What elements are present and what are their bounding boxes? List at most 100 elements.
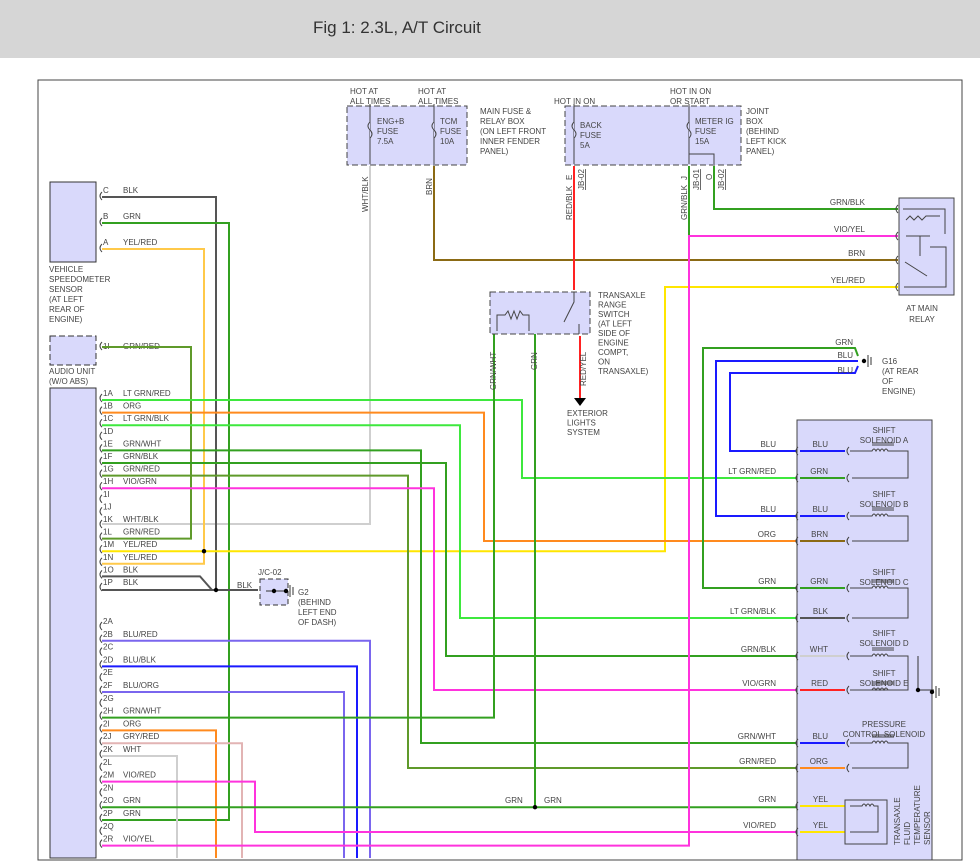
pin-label: 2P bbox=[103, 809, 113, 818]
wire-label: GRN bbox=[505, 796, 523, 805]
pin-label: 1C bbox=[103, 414, 113, 423]
wire-blk-vss bbox=[102, 196, 217, 590]
connector-pin-icon bbox=[99, 469, 103, 478]
wire-blu-g16-a bbox=[729, 365, 859, 452]
wire-label: GRN bbox=[123, 212, 141, 221]
connector-pin-icon bbox=[846, 613, 850, 623]
range-switch-label: TRANSAXLE bbox=[598, 291, 646, 300]
pin-label: JB-02 bbox=[717, 169, 726, 190]
ground-g16-icon bbox=[867, 355, 872, 367]
solenoid-coil-icon bbox=[850, 687, 898, 692]
fuse-label: TCM bbox=[440, 117, 458, 126]
solenoid-core-icon bbox=[872, 507, 894, 511]
box-label: LEFT KICK bbox=[746, 137, 787, 146]
figure-title: Fig 1: 2.3L, A/T Circuit bbox=[313, 18, 481, 37]
wire-label: BLU/BLK bbox=[123, 655, 157, 664]
connector-pin-icon bbox=[99, 393, 103, 403]
ground-label: OF bbox=[882, 377, 893, 386]
connector-pin-icon bbox=[99, 507, 103, 516]
pin-label: 2Q bbox=[103, 822, 114, 831]
pin-label: JB-01 bbox=[692, 169, 701, 190]
sensor-label: TRANSAXLE bbox=[893, 797, 902, 845]
range-switch-label: RANGE bbox=[598, 301, 626, 310]
connector-pin-icon bbox=[99, 775, 103, 784]
pin-label: A bbox=[103, 238, 109, 247]
relay-label: AT MAIN bbox=[906, 304, 938, 313]
junction-label: J/C-02 bbox=[258, 568, 282, 577]
connector-pin-icon bbox=[99, 634, 103, 644]
connector-pin-icon bbox=[846, 763, 850, 773]
splice-dot bbox=[532, 805, 538, 810]
wire-label: GRN bbox=[123, 809, 141, 818]
wire-label: LT GRN/BLK bbox=[730, 607, 777, 616]
connector-pin-icon bbox=[99, 647, 103, 656]
sensor-label: FLUID bbox=[903, 822, 912, 845]
switch-contact-icon bbox=[563, 292, 580, 334]
connector-pin-icon bbox=[99, 685, 103, 695]
hot-label: OR START bbox=[670, 97, 710, 106]
main-fuse-relay-box bbox=[346, 105, 468, 166]
connector-pin-icon bbox=[99, 762, 103, 772]
wire-label: GRN/BLK bbox=[680, 184, 689, 220]
solenoid-label: SOLENOID A bbox=[860, 436, 909, 445]
wire-label: ORG bbox=[123, 719, 141, 728]
pin-label: 2H bbox=[103, 707, 113, 716]
pin-label: 1H bbox=[103, 477, 113, 486]
sensor-label: SENSOR bbox=[923, 811, 932, 845]
wire-label: GRN bbox=[835, 338, 853, 347]
solenoid-core-icon bbox=[872, 734, 894, 738]
sensor-label: TEMPERATURE bbox=[913, 785, 922, 845]
wire-label: GRN/RED bbox=[123, 528, 160, 537]
wire-label: GRN bbox=[123, 796, 141, 805]
pin-label: 2A bbox=[103, 617, 113, 626]
joint-box bbox=[564, 105, 742, 166]
vehicle-speedometer-sensor bbox=[49, 181, 97, 263]
wire-label: BLU/RED bbox=[123, 630, 158, 639]
fuse-meter-ig-icon bbox=[686, 121, 692, 139]
pin-label: 1L bbox=[103, 528, 112, 537]
wire-yel-red-vss bbox=[102, 248, 205, 565]
wire-label: GRN bbox=[758, 577, 776, 586]
audio-label: (W/O ABS) bbox=[49, 377, 88, 386]
solenoid-core-icon bbox=[872, 647, 894, 651]
splice-dot bbox=[271, 588, 277, 594]
wire-label: YEL/RED bbox=[831, 276, 865, 285]
wire-label: GRN bbox=[758, 795, 776, 804]
connector-pin-icon bbox=[99, 672, 103, 682]
solenoid-coil-icon bbox=[850, 653, 909, 691]
range-switch-label: ENGINE bbox=[598, 339, 629, 348]
wire-grn-blk bbox=[102, 462, 797, 657]
range-switch-label: ON bbox=[598, 358, 610, 367]
connector-pin-icon bbox=[99, 341, 103, 351]
ground-label: LEFT END bbox=[298, 608, 337, 617]
wire-label: BLU bbox=[812, 440, 828, 449]
wire-blu-g16-b bbox=[715, 360, 858, 517]
wire-label: BRN bbox=[425, 178, 434, 195]
connector-pin-icon bbox=[99, 456, 103, 466]
wire-grn-vss bbox=[102, 222, 230, 821]
wire-brn bbox=[433, 166, 898, 261]
pin-label: 2R bbox=[103, 835, 113, 844]
pin-label: 2F bbox=[103, 681, 112, 690]
transaxle-range-switch bbox=[489, 291, 591, 335]
box-label: INNER FENDER bbox=[480, 137, 540, 146]
wire-label: GRN/WHT bbox=[489, 352, 498, 390]
wire-label: BLU bbox=[812, 732, 828, 741]
diagram-frame bbox=[37, 79, 963, 861]
pin-label: 1E bbox=[103, 439, 113, 448]
pin-label: J bbox=[680, 176, 689, 180]
wire-yel-red-relay bbox=[102, 286, 898, 553]
wire-label: BRN bbox=[848, 249, 865, 258]
connector-pin-icon bbox=[99, 724, 103, 733]
wire-label: GRN/BLK bbox=[830, 198, 866, 207]
connector-pin-icon bbox=[795, 685, 799, 695]
fluid-temperature-sensor bbox=[844, 799, 888, 845]
wire-label: WHT/BLK bbox=[123, 515, 159, 524]
wire-label: GRN/WHT bbox=[123, 707, 161, 716]
connector-pin-icon bbox=[99, 788, 103, 797]
pin-label: 2B bbox=[103, 630, 113, 639]
wire-label: BLU bbox=[760, 440, 776, 449]
pin-label: 1D bbox=[103, 427, 113, 436]
connector-pin-icon bbox=[99, 519, 103, 529]
pin-label: E bbox=[565, 175, 574, 180]
